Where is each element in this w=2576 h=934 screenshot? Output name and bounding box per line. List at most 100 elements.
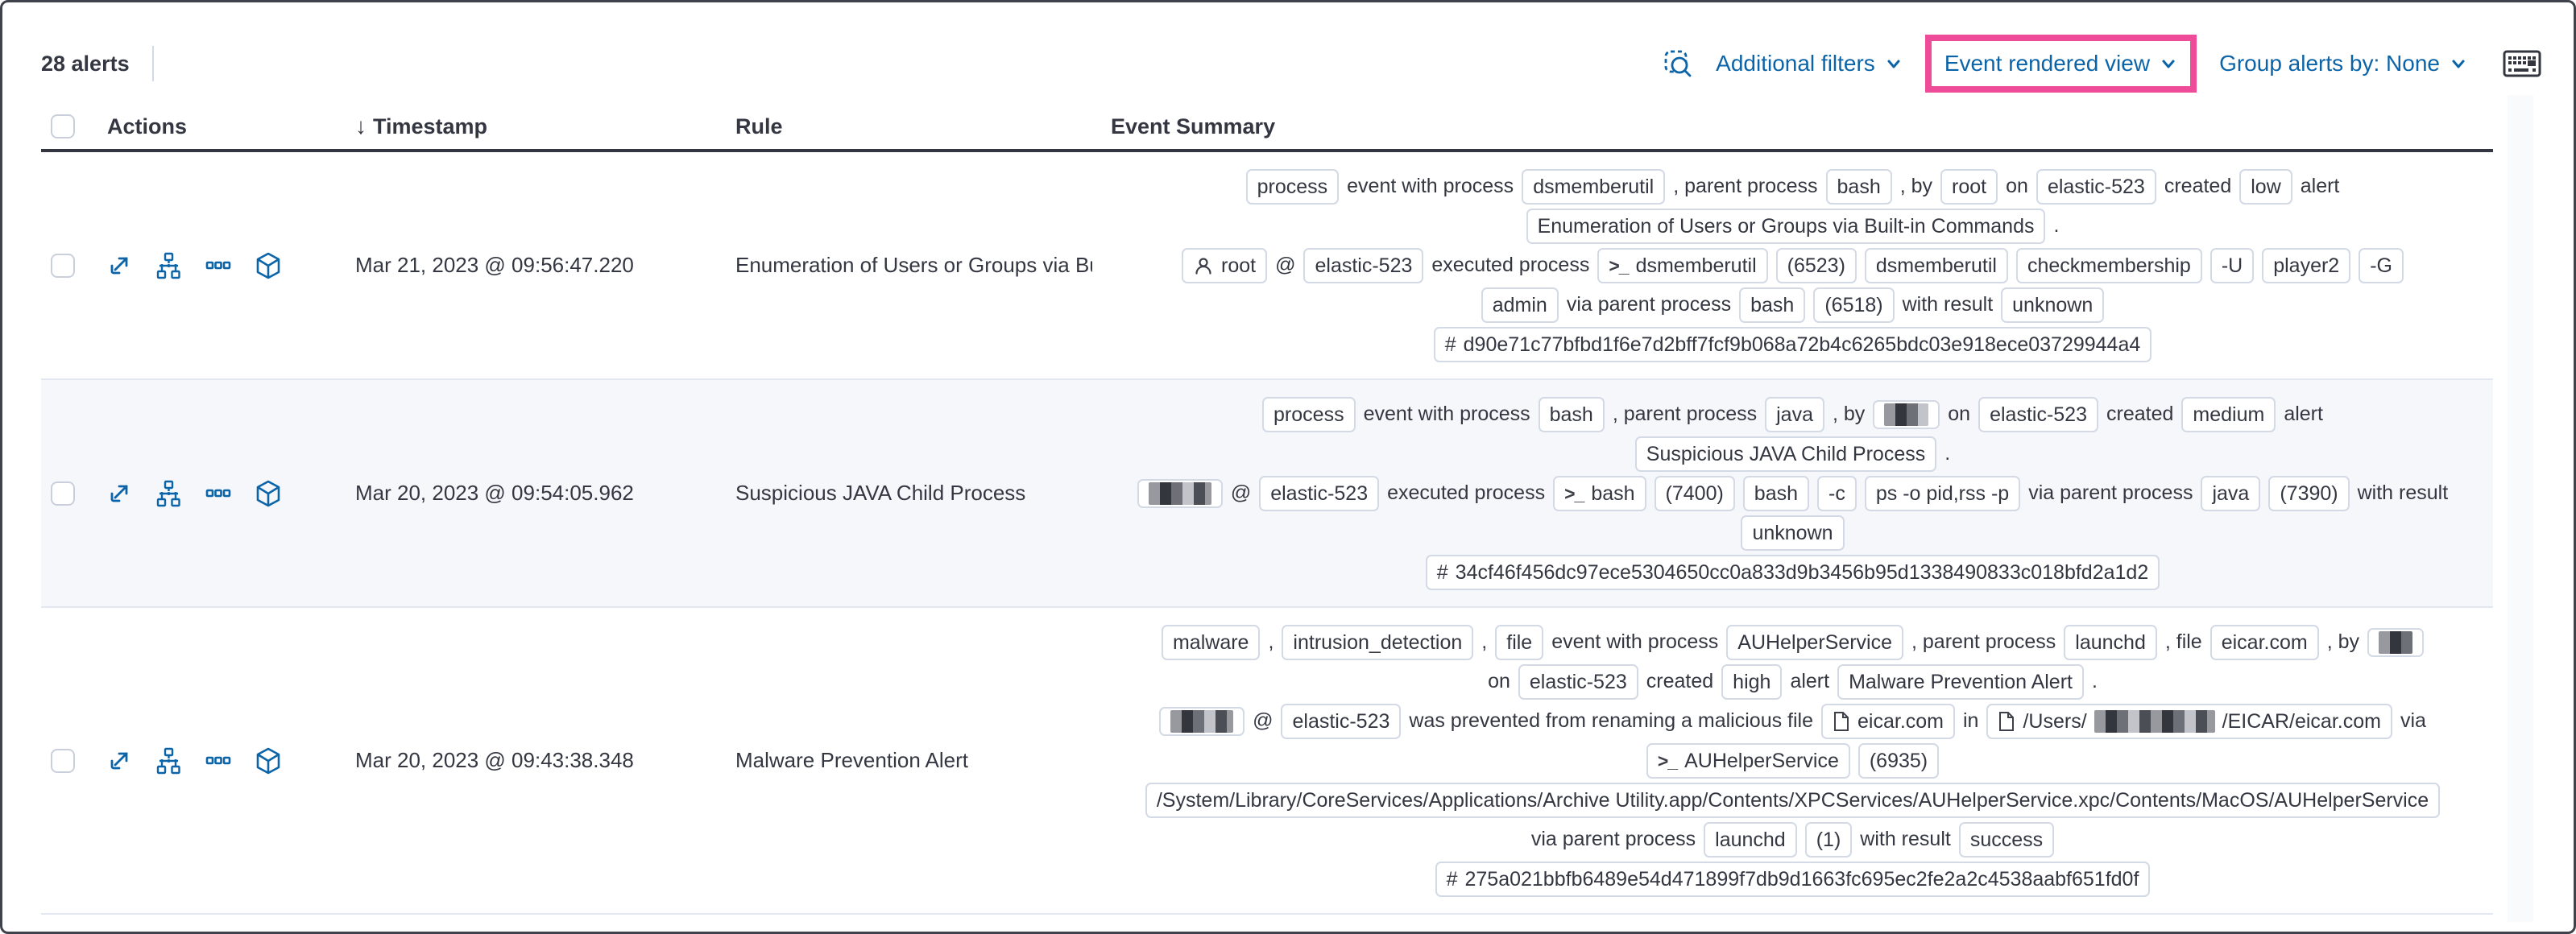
more-actions-icon[interactable] xyxy=(204,746,233,775)
summary-badge[interactable]: unknown xyxy=(2001,287,2105,323)
redacted-value xyxy=(1884,403,1929,426)
summary-badge[interactable]: bash xyxy=(1739,287,1806,323)
session-view-icon[interactable] xyxy=(254,746,283,775)
summary-badge[interactable]: elastic-523 xyxy=(1978,396,2098,432)
summary-badge[interactable]: eicar.com xyxy=(1821,703,1955,739)
summary-badge[interactable]: AUHelperService xyxy=(1726,624,1904,660)
select-all-checkbox[interactable] xyxy=(51,114,75,138)
summary-badge[interactable]: >_dsmemberutil xyxy=(1597,247,1768,283)
summary-badge[interactable]: #275a021bbfb6489e54d471899f7db9d1663fc69… xyxy=(1435,861,2151,897)
summary-badge[interactable]: elastic-523 xyxy=(1259,475,1380,511)
summary-badge[interactable]: elastic-523 xyxy=(1303,247,1424,283)
summary-badge[interactable]: malware xyxy=(1161,624,1261,660)
summary-badge[interactable]: launchd xyxy=(1704,821,1797,858)
badge-text: root xyxy=(1952,175,1987,198)
summary-badge[interactable]: player2 xyxy=(2262,247,2351,283)
additional-filters-button[interactable]: Additional filters xyxy=(1716,51,1903,76)
analyzer-icon[interactable] xyxy=(154,251,183,280)
summary-badge[interactable]: eicar.com xyxy=(2209,624,2319,660)
row-checkbox[interactable] xyxy=(51,748,75,773)
summary-text: on xyxy=(1948,403,1971,425)
summary-badge[interactable]: launchd xyxy=(2064,624,2157,660)
summary-badge[interactable]: elastic-523 xyxy=(2036,168,2156,205)
summary-badge[interactable]: java xyxy=(2201,475,2261,511)
summary-badge[interactable]: elastic-523 xyxy=(1281,703,1402,739)
summary-badge[interactable]: Enumeration of Users or Groups via Built… xyxy=(1526,208,2046,244)
summary-badge[interactable]: (7400) xyxy=(1654,475,1735,511)
summary-badge[interactable]: intrusion_detection xyxy=(1282,624,1474,660)
badge-text: bash xyxy=(1549,403,1593,426)
summary-badge[interactable] xyxy=(2367,627,2424,657)
column-header-event-summary: Event Summary xyxy=(1111,114,1276,138)
expand-alert-icon[interactable] xyxy=(106,480,133,507)
summary-badge[interactable]: root xyxy=(1940,168,1998,205)
summary-badge[interactable]: -c xyxy=(1817,475,1857,511)
row-checkbox[interactable] xyxy=(51,253,75,278)
summary-badge[interactable]: elastic-523 xyxy=(1518,663,1638,700)
summary-badge[interactable]: (6518) xyxy=(1813,287,1895,323)
summary-badge[interactable]: >_AUHelperService xyxy=(1646,742,1850,779)
badge-text: -U xyxy=(2221,254,2243,277)
summary-badge[interactable]: bash xyxy=(1825,168,1892,205)
summary-badge[interactable] xyxy=(1873,399,1940,429)
summary-badge[interactable]: low xyxy=(2239,168,2292,205)
summary-badge[interactable]: dsmemberutil xyxy=(1864,247,2008,283)
summary-badge[interactable]: (6523) xyxy=(1775,247,1857,283)
summary-badge[interactable]: (6935) xyxy=(1857,742,1940,779)
summary-badge[interactable]: #34cf46f456dc97ece5304650cc0a833d9b3456b… xyxy=(1425,554,2160,590)
summary-badge[interactable]: java xyxy=(1765,396,1824,432)
summary-badge[interactable]: medium xyxy=(2181,396,2276,432)
expand-alert-icon[interactable] xyxy=(106,252,133,279)
summary-text: via parent process xyxy=(2028,481,2193,504)
more-actions-icon[interactable] xyxy=(204,251,233,280)
badge-text: launchd xyxy=(1715,828,1786,851)
badge-text: (6523) xyxy=(1787,254,1845,277)
analyzer-icon[interactable] xyxy=(154,746,183,775)
column-header-timestamp[interactable]: ↓ Timestamp xyxy=(355,114,488,138)
badge-text: file xyxy=(1506,630,1533,654)
view-selector-button[interactable]: Event rendered view xyxy=(1944,51,2177,76)
badge-text: Enumeration of Users or Groups via Built… xyxy=(1537,214,2035,238)
summary-badge[interactable]: /System/Library/CoreServices/Application… xyxy=(1145,782,2441,818)
vertical-scrollbar[interactable] xyxy=(2508,95,2533,922)
summary-badge[interactable]: success xyxy=(1958,821,2055,858)
badge-text: /System/Library/CoreServices/Application… xyxy=(1156,788,2429,812)
summary-badge[interactable]: bash xyxy=(1538,396,1605,432)
summary-badge[interactable] xyxy=(1137,478,1223,508)
summary-badge[interactable]: process xyxy=(1245,168,1340,205)
summary-badge[interactable]: bash xyxy=(1742,475,1810,511)
summary-badge[interactable]: root xyxy=(1182,247,1268,283)
summary-badge[interactable]: -G xyxy=(2359,247,2404,283)
keyboard-shortcuts-icon[interactable] xyxy=(2503,49,2541,78)
badge-text: (7390) xyxy=(2280,481,2338,505)
analyzer-icon[interactable] xyxy=(154,479,183,508)
summary-badge[interactable]: /Users//EICAR/eicar.com xyxy=(1986,703,2392,739)
summary-badge[interactable]: process xyxy=(1262,396,1356,432)
toolbar: 28 alerts Additional filters Event rende… xyxy=(41,35,2541,93)
summary-badge[interactable]: unknown xyxy=(1741,515,1845,551)
summary-badge[interactable]: Suspicious JAVA Child Process xyxy=(1634,436,1937,472)
summary-badge[interactable]: >_bash xyxy=(1553,475,1646,511)
summary-badge[interactable]: dsmemberutil xyxy=(1522,168,1666,205)
session-view-icon[interactable] xyxy=(254,251,283,280)
summary-badge[interactable]: checkmembership xyxy=(2015,247,2202,283)
group-alerts-button[interactable]: Group alerts by: None xyxy=(2219,51,2467,76)
summary-badge[interactable]: ps -o pid,rss -p xyxy=(1864,475,2021,511)
summary-badge[interactable]: Malware Prevention Alert xyxy=(1837,663,2084,700)
summary-badge[interactable] xyxy=(1159,706,1245,736)
summary-badge[interactable]: file xyxy=(1495,624,1544,660)
inspect-icon[interactable] xyxy=(1661,47,1695,81)
summary-text: , by xyxy=(1899,175,1933,197)
summary-badge[interactable]: -U xyxy=(2209,247,2255,283)
summary-badge[interactable]: (1) xyxy=(1804,821,1853,858)
row-checkbox[interactable] xyxy=(51,481,75,506)
more-actions-icon[interactable] xyxy=(204,479,233,508)
summary-badge[interactable]: admin xyxy=(1481,287,1559,323)
badge-text: high xyxy=(1733,670,1771,693)
expand-alert-icon[interactable] xyxy=(106,747,133,775)
summary-badge[interactable]: (7390) xyxy=(2268,475,2350,511)
session-view-icon[interactable] xyxy=(254,479,283,508)
summary-badge[interactable]: high xyxy=(1721,663,1783,700)
summary-badge[interactable]: #d90e71c77bfbd1f6e7d2bff7fcf9b068a72b4c6… xyxy=(1433,326,2152,362)
